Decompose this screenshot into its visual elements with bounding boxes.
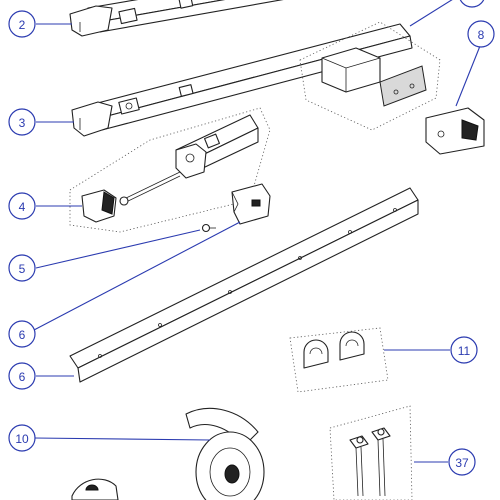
callout-11-circle — [450, 336, 478, 364]
callout-11: 11 — [450, 336, 478, 364]
part-37-bolts — [329, 405, 413, 500]
callout-3-label: 3 — [19, 116, 26, 130]
callout-37-label: 37 — [455, 456, 469, 470]
callout-2-circle — [8, 10, 36, 38]
block-and-plate-group — [299, 21, 441, 131]
callout-37-circle — [448, 448, 476, 476]
callout-8-circle — [467, 20, 495, 48]
callout-2: 2 — [8, 10, 36, 38]
callout-5-label: 5 — [19, 262, 26, 276]
bracket-partial — [71, 478, 119, 500]
part-11-clamps — [289, 327, 389, 393]
callout-6-bracket-label: 6 — [19, 370, 26, 384]
part-2-rail — [69, 0, 284, 37]
callout-4-label: 4 — [19, 200, 26, 214]
leader-lines — [33, 0, 481, 463]
callout-8-label: 8 — [478, 28, 485, 42]
part-5-screw — [201, 223, 216, 233]
callout-4: 4 — [8, 192, 36, 220]
callout-2-label: 2 — [19, 18, 26, 32]
callout-4-circle — [8, 192, 36, 220]
callout-6-clip-circle — [8, 320, 36, 348]
callout-10: 10 — [8, 424, 36, 452]
callout-11-label: 11 — [458, 344, 471, 358]
callout-3-circle — [8, 108, 36, 136]
callout-6-clip-label: 6 — [19, 328, 26, 342]
part-6-angle-bracket — [69, 187, 419, 383]
part-6-clip — [231, 183, 271, 225]
callout-6-bracket-circle — [8, 362, 36, 390]
callout-3: 3 — [8, 108, 36, 136]
callout-37: 37 — [448, 448, 476, 476]
callout-6-clip: 6 — [8, 320, 36, 348]
callout-5-circle — [8, 254, 36, 282]
callout-5: 5 — [8, 254, 36, 282]
part-4-assembly — [69, 107, 271, 233]
callout-partial-top-right — [459, 0, 485, 8]
callout-6-bracket: 6 — [8, 362, 36, 390]
part-8-end-cap — [425, 107, 485, 155]
part-10-tape-roll — [185, 407, 265, 500]
callout-partial-circle — [459, 0, 485, 8]
callout-8: 8 — [467, 20, 495, 48]
callout-10-label: 10 — [15, 432, 29, 446]
callout-10-circle — [8, 424, 36, 452]
